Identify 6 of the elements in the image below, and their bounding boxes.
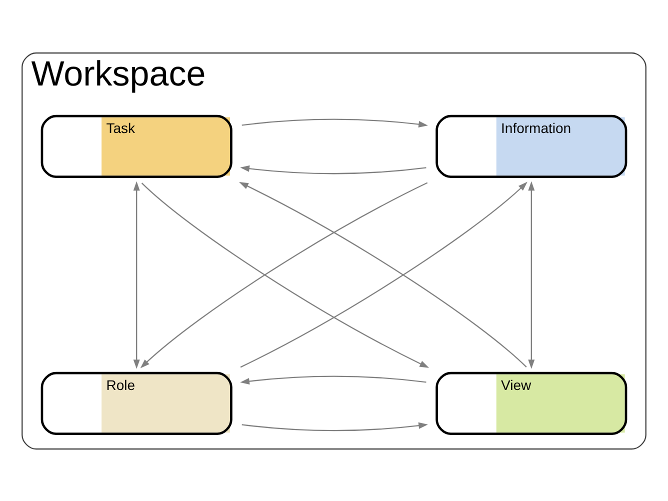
arrow — [242, 118, 428, 128]
arrow — [528, 180, 535, 368]
arrow — [240, 375, 426, 384]
arrow — [240, 164, 426, 174]
arrow — [242, 422, 428, 431]
arrow — [133, 180, 140, 368]
